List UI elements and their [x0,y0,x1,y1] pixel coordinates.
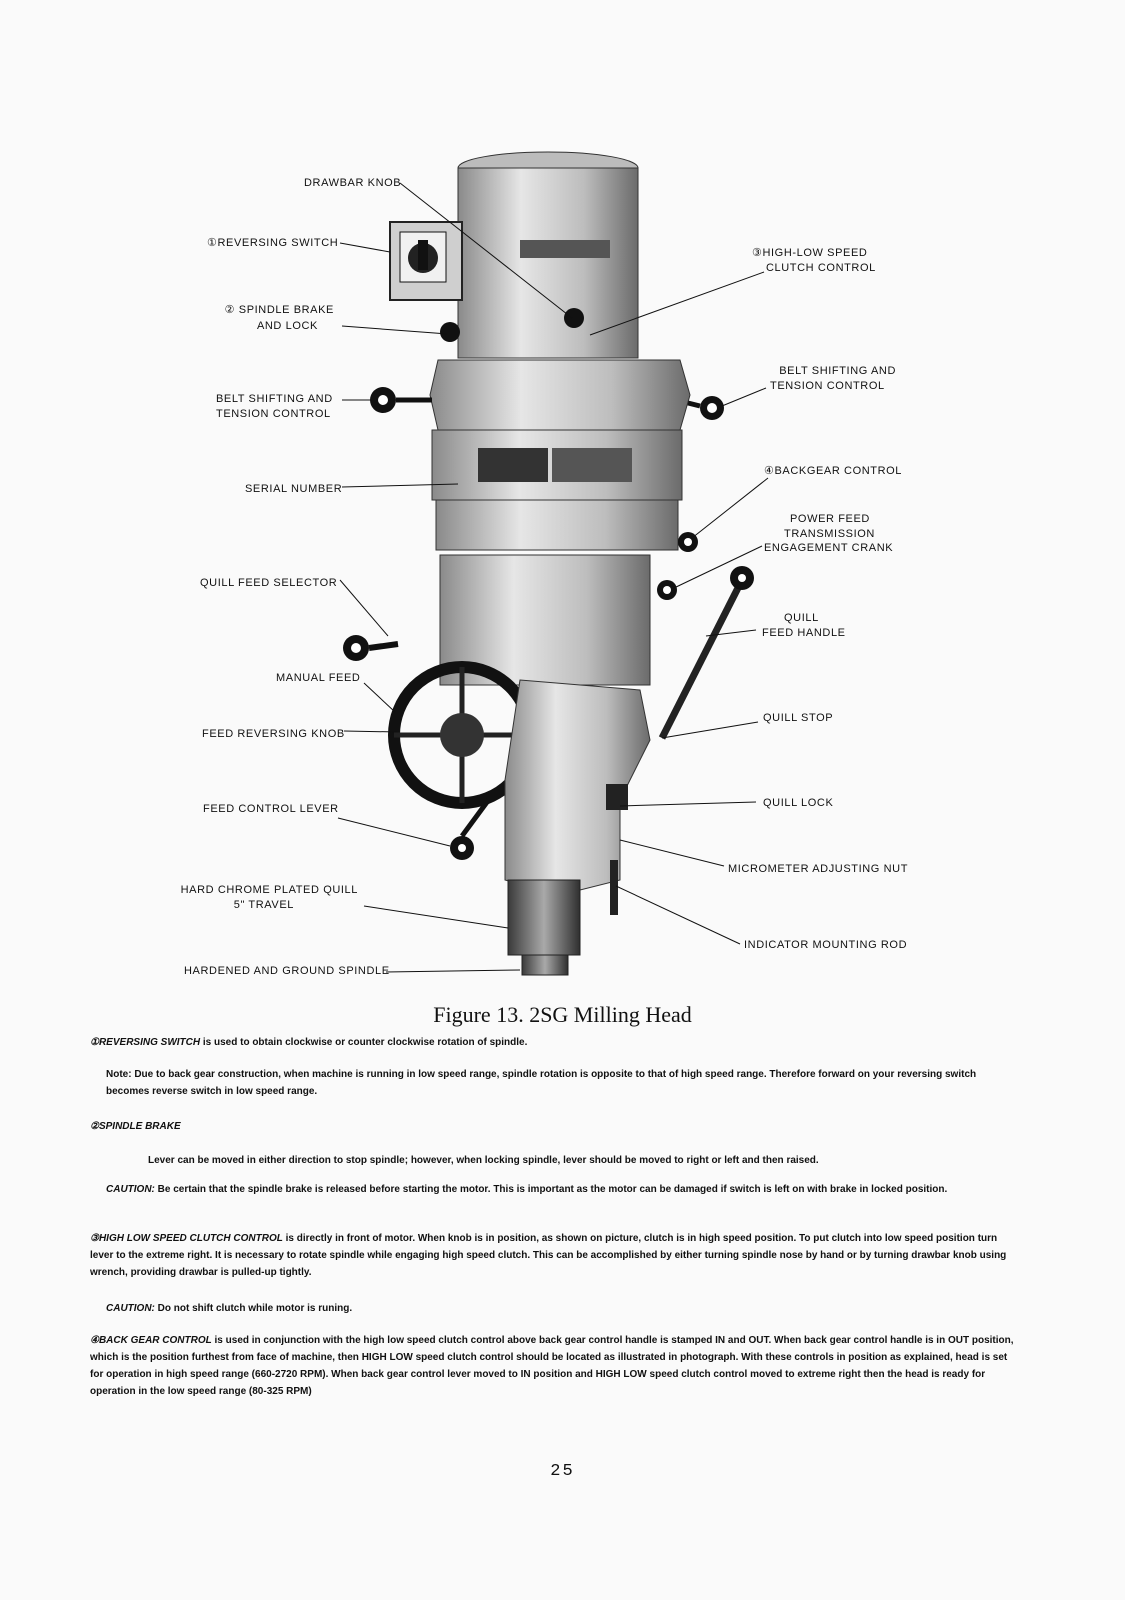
section-back-gear: ④BACK GEAR CONTROL is used in conjunctio… [90,1332,1018,1400]
lower-body [450,679,651,915]
quill-feed-handle [658,566,754,740]
label-hilo-1: ③HIGH-LOW SPEED [752,247,868,259]
label-power-feed-1: POWER FEED [790,513,870,525]
label-backgear: ④BACKGEAR CONTROL [764,465,903,477]
label-feed-reversing-knob: FEED REVERSING KNOB [202,728,345,740]
heading-spindle-brake-text: ②SPINDLE BRAKE [90,1121,181,1132]
label-quill-feed-handle-2: FEED HANDLE [762,627,846,639]
caution-clutch: CAUTION: Do not shift clutch while motor… [106,1300,1006,1317]
quill-housing [343,554,677,686]
label-belt-right-1: BELT SHIFTING AND [779,365,896,377]
label-belt-right-2: TENSION CONTROL [770,380,885,392]
label-belt-left-1: BELT SHIFTING AND [216,393,333,405]
label-feed-control-lever: FEED CONTROL LEVER [203,803,339,815]
label-quill-lock: QUILL LOCK [763,797,834,809]
text-hilo-clutch: is directly in front of motor. When knob… [90,1233,1007,1278]
reversing-switch-box [389,221,463,301]
label-spindle: HARDENED AND GROUND SPINDLE [184,965,390,977]
text-reversing-switch: is used to obtain clockwise or counter c… [200,1037,528,1048]
caution-text-1: Be certain that the spindle brake is rel… [154,1184,948,1195]
heading-spindle-brake: ②SPINDLE BRAKE [90,1118,390,1135]
page-number: 25 [550,1462,575,1481]
note-back-gear: Note: Due to back gear construction, whe… [106,1069,977,1097]
label-manual-feed: MANUAL FEED [276,672,361,684]
belt-housing [429,359,691,551]
label-drawbar-knob: DRAWBAR KNOB [304,177,402,189]
label-reversing-switch: ①REVERSING SWITCH [207,237,339,249]
label-serial-number: SERIAL NUMBER [245,483,343,495]
label-spindle-brake-2: AND LOCK [256,320,318,332]
section-hilo-clutch: ③HIGH LOW SPEED CLUTCH CONTROL is direct… [90,1230,1018,1281]
heading-hilo-clutch: ③HIGH LOW SPEED CLUTCH CONTROL [90,1233,283,1244]
heading-reversing-switch: ①REVERSING SWITCH [90,1037,201,1048]
text-back-gear: is used in conjunction with the high low… [90,1335,1014,1397]
label-quill-feed-selector: QUILL FEED SELECTOR [200,577,338,589]
milling-head-illustration [337,151,769,976]
label-quill-feed-handle-1: QUILL [784,612,819,624]
caution-spindle-brake: CAUTION: Be certain that the spindle bra… [106,1181,1018,1198]
caution-label-1: CAUTION: [106,1184,155,1195]
text-spindle-brake: Lever can be moved in either direction t… [148,1155,819,1166]
motor [457,151,639,359]
label-spindle-brake-1: ② SPINDLE BRAKE [224,304,334,316]
label-quill-stop: QUILL STOP [763,712,834,724]
figure-caption: Figure 13. 2SG Milling Head [433,1002,692,1027]
quill-and-spindle [507,879,581,976]
label-belt-left-2: TENSION CONTROL [216,408,331,420]
heading-back-gear: ④BACK GEAR CONTROL [90,1335,212,1346]
label-quill-travel-1: HARD CHROME PLATED QUILL [180,884,358,896]
label-hilo-2: CLUTCH CONTROL [766,262,876,274]
section-reversing-switch: ①REVERSING SWITCH is used to obtain cloc… [90,1034,1025,1051]
label-power-feed-3: ENGAGEMENT CRANK [764,542,894,554]
caution-label-2: CAUTION: [106,1303,155,1314]
label-indicator: INDICATOR MOUNTING ROD [744,939,908,951]
caution-text-2: Do not shift clutch while motor is runin… [154,1303,353,1314]
label-quill-travel-2: 5" TRAVEL [233,899,294,911]
label-micrometer: MICROMETER ADJUSTING NUT [728,863,909,875]
leader-lines [337,182,769,973]
label-power-feed-2: TRANSMISSION [784,528,875,540]
